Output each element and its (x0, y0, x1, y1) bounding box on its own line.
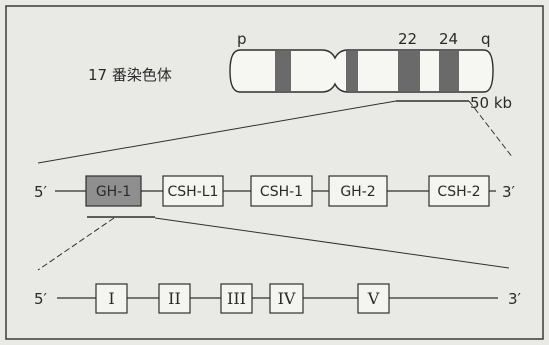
exon-box-1: I (96, 284, 127, 313)
chromosome-label: 17 番染色体 (88, 66, 172, 84)
gene-label-csh-l1: CSH-L1 (168, 184, 219, 200)
exon-box-3: III (221, 284, 252, 313)
chromosome-band-22 (398, 51, 420, 91)
exon-box-2: II (159, 284, 190, 313)
scale-label: 50 kb (470, 94, 512, 112)
gene-box-csh-l1: CSH-L1 (163, 176, 223, 206)
exon-5prime: 5′ (34, 290, 48, 308)
chromosome-band-q1 (346, 51, 358, 91)
arm-q-label: q (481, 30, 491, 48)
exon-label-2: II (168, 289, 181, 308)
band-22-label: 22 (398, 30, 417, 48)
exon-label-1: I (108, 289, 114, 308)
gene-box-gh1: GH-1 (86, 176, 141, 206)
cluster-5prime: 5′ (34, 183, 48, 201)
gene-label-csh2: CSH-2 (437, 184, 480, 200)
exon-label-5: V (367, 289, 380, 308)
arm-p-label: p (237, 30, 247, 48)
chromosome-17 (230, 50, 493, 92)
gene-box-gh2: GH-2 (329, 176, 387, 206)
gene-box-csh2: CSH-2 (429, 176, 489, 206)
gene-box-csh1: CSH-1 (251, 176, 312, 206)
exon-box-5: V (358, 284, 389, 313)
exon-box-4: IV (270, 284, 303, 313)
exon-label-3: III (227, 289, 246, 308)
exon-label-4: IV (278, 289, 296, 308)
exon-3prime: 3′ (508, 290, 522, 308)
gene-label-gh2: GH-2 (340, 184, 375, 200)
chromosome-band-p (275, 51, 291, 91)
chromosome-band-24 (439, 51, 459, 91)
band-24-label: 24 (439, 30, 458, 48)
gene-label-gh1: GH-1 (96, 184, 131, 200)
gene-label-csh1: CSH-1 (260, 184, 303, 200)
cluster-3prime: 3′ (502, 183, 516, 201)
